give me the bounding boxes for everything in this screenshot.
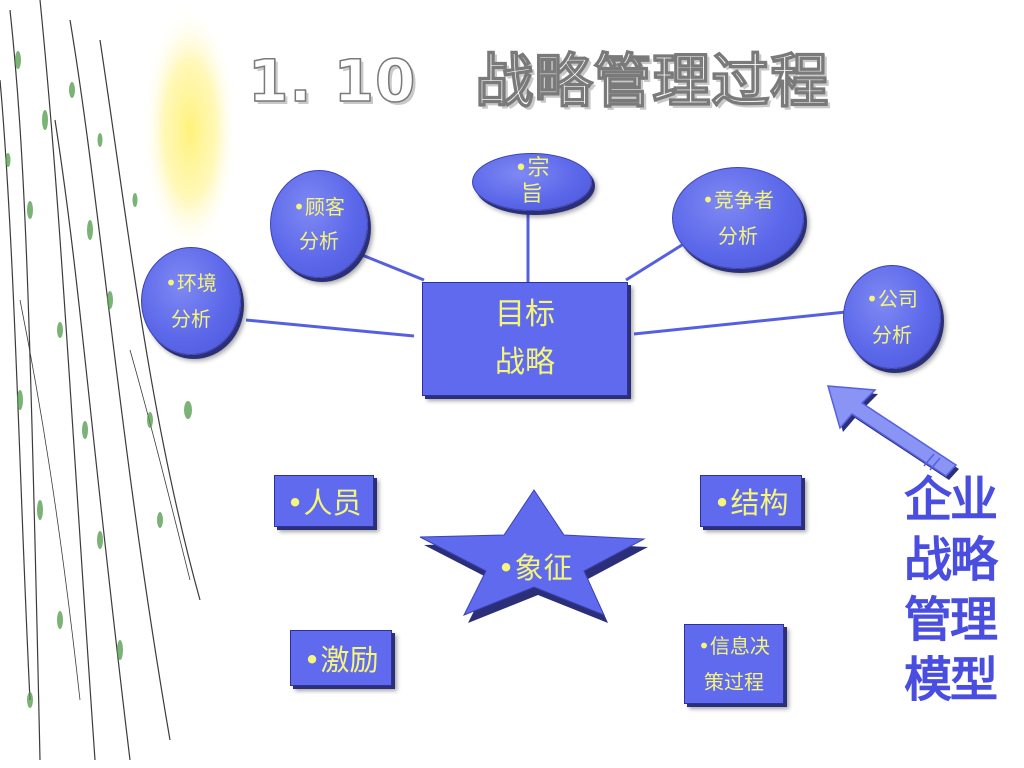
connectors [245, 208, 847, 338]
willow-leaves [5, 51, 192, 708]
glow-decoration [142, 5, 238, 255]
caption-line-1: 企业 [904, 472, 998, 528]
connector-company [633, 310, 847, 336]
node-structure: •结构 [700, 475, 802, 527]
symbol-star [419, 489, 648, 623]
node-competitor-analysis: •竞争者 分析 [672, 167, 804, 269]
node-customer-analysis: •顾客 分析 [270, 170, 368, 278]
willow-decoration [0, 0, 201, 761]
node-info-decision: •信息决 策过程 [684, 624, 784, 704]
node-goal-line1: 目标 [495, 297, 555, 332]
node-environment-analysis: •环境 分析 [141, 247, 241, 355]
node-goal-strategy: 目标 战略 [422, 282, 628, 396]
connector-customer [361, 253, 425, 282]
node-info-line1: •信息决 [698, 634, 770, 658]
node-structure-label: •结构 [713, 486, 789, 520]
node-company-line2: 分析 [872, 323, 912, 347]
connector-environment [245, 318, 415, 338]
node-purpose-line2: 旨 [520, 182, 543, 207]
node-purpose-line1: •宗 [514, 156, 550, 181]
caption-line-3: 管理 [904, 592, 998, 648]
arrow-icon [826, 385, 959, 480]
caption-line-2: 战略 [904, 532, 998, 588]
node-symbol-label: •象征 [497, 551, 573, 585]
page-title: 1. 10 战略管理过程 [247, 46, 830, 116]
node-incentive: •激励 [290, 630, 392, 686]
node-competitor-line1: •竞争者 [702, 188, 774, 212]
node-environment-line2: 分析 [171, 307, 211, 331]
node-goal-line2: 战略 [495, 345, 555, 380]
model-caption: 企业 战略 管理 模型 [904, 470, 1014, 710]
node-customer-line2: 分析 [299, 229, 339, 253]
node-people: •人员 [274, 475, 374, 527]
node-people-label: •人员 [286, 486, 362, 520]
node-environment-line1: •环境 [165, 271, 217, 295]
caption-line-4: 模型 [904, 652, 998, 708]
node-company-line1: •公司 [866, 287, 918, 311]
node-competitor-line2: 分析 [718, 224, 758, 248]
node-info-line2: 策过程 [704, 670, 764, 694]
node-customer-line1: •顾客 [293, 195, 345, 219]
node-purpose: •宗 旨 [472, 153, 592, 211]
node-company-analysis: •公司 分析 [843, 265, 941, 369]
node-incentive-label: •激励 [303, 643, 379, 677]
connector-competitor [625, 243, 683, 282]
